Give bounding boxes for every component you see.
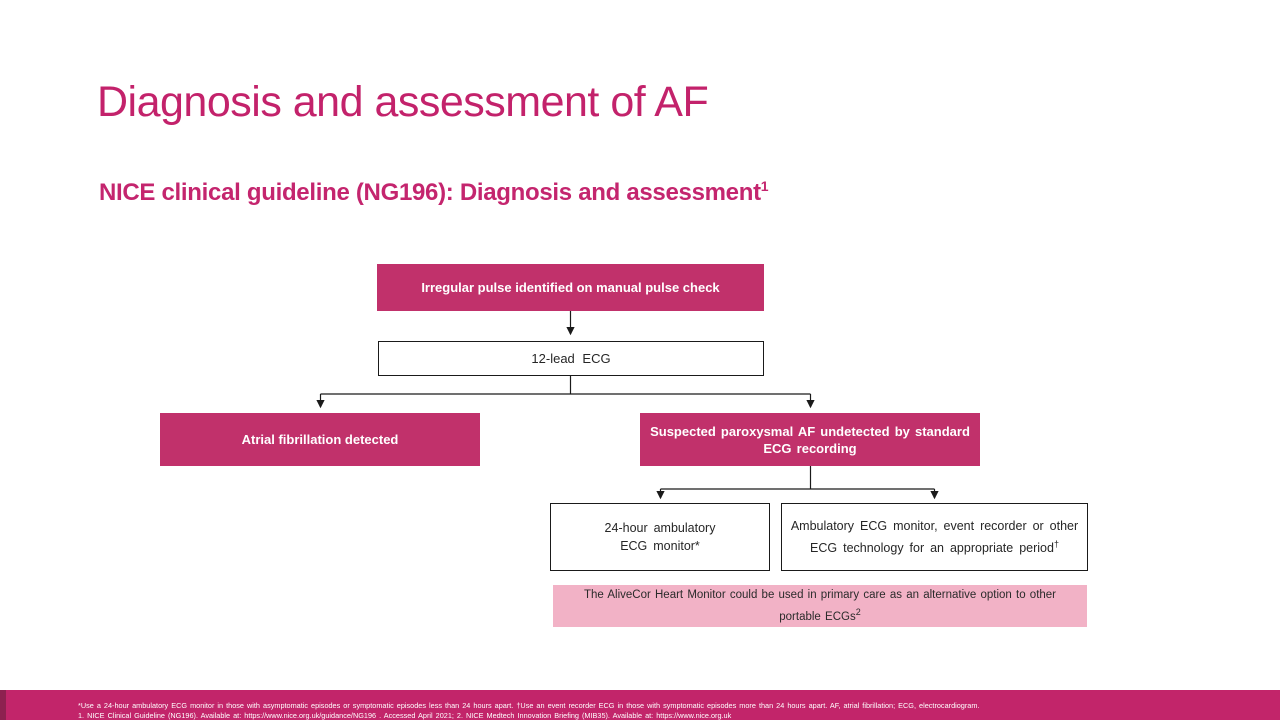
footnotes: *Use a 24-hour ambulatory ECG monitor in…: [78, 701, 1238, 720]
flow-node-24hr-line1: 24-hour ambulatory: [604, 521, 716, 535]
alivecor-note-reference-superscript: 2: [855, 606, 861, 617]
slide-subtitle: NICE clinical guideline (NG196): Diagnos…: [99, 178, 1099, 207]
flow-node-24hr-ambulatory-monitor: 24-hour ambulatory ECG monitor*: [550, 503, 770, 571]
flow-node-irregular-pulse-label: Irregular pulse identified on manual pul…: [421, 280, 720, 295]
flow-node-12-lead-ecg-label: 12-lead ECG: [531, 350, 611, 366]
footer-bar: *Use a 24-hour ambulatory ECG monitor in…: [0, 690, 1280, 720]
flow-node-12-lead-ecg: 12-lead ECG: [378, 341, 764, 376]
alivecor-note-box: The AliveCor Heart Monitor could be used…: [553, 585, 1087, 627]
flow-node-suspected-paroxysmal-af: Suspected paroxysmal AF undetected by st…: [640, 413, 980, 466]
flow-node-suspected-line2: ECG recording: [763, 440, 857, 456]
slide-subtitle-text: NICE clinical guideline (NG196): Diagnos…: [99, 179, 761, 206]
flow-node-suspected-line1: Suspected paroxysmal AF undetected by st…: [650, 423, 970, 439]
flow-node-ambulatory-line2-wrap: ECG technology for an appropriate period…: [782, 535, 1087, 557]
flow-node-irregular-pulse: Irregular pulse identified on manual pul…: [377, 264, 764, 311]
page-title: Diagnosis and assessment of AF: [97, 78, 709, 126]
alivecor-note-line1: The AliveCor Heart Monitor could be used…: [583, 588, 1057, 601]
footer-accent-bar: [0, 690, 6, 720]
flow-node-ambulatory-line2: ECG technology for an appropriate period: [810, 541, 1054, 556]
subtitle-reference-superscript: 1: [760, 178, 769, 194]
footnote-abbreviations-line: *Use a 24-hour ambulatory ECG monitor in…: [78, 701, 980, 710]
alivecor-note-line2-wrap: portable ECGs2: [553, 604, 1087, 626]
flow-node-24hr-line2: ECG monitor*: [620, 539, 700, 553]
footnote-references-line: 1. NICE Clinical Guideline (NG196). Avai…: [78, 711, 732, 720]
flow-node-ambulatory-dagger-superscript: †: [1053, 538, 1059, 549]
flow-node-ambulatory-ecg-monitor: Ambulatory ECG monitor, event recorder o…: [781, 503, 1088, 571]
alivecor-note-line2: portable ECGs: [779, 610, 856, 623]
flow-node-af-detected-label: Atrial fibrillation detected: [241, 432, 399, 447]
flow-node-ambulatory-line1: Ambulatory ECG monitor, event recorder o…: [790, 518, 1079, 533]
flow-node-af-detected: Atrial fibrillation detected: [160, 413, 480, 466]
